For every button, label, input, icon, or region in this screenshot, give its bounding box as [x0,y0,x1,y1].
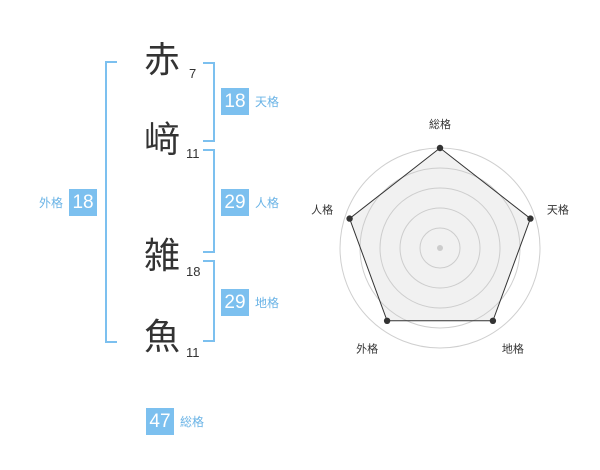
radar-point [383,317,391,324]
radar-axis-label: 人格 [311,203,333,217]
chikaku-score: 29 地格 [221,289,279,316]
radar-point [489,317,497,324]
gaikaku-label: 外格 [39,196,64,210]
tenkaku-bracket [203,62,215,142]
stroke-count-1: 7 [189,66,197,81]
radar-point [436,144,444,152]
name-char-2: 﨑 [143,120,180,161]
radar-axis-label: 総格 [429,117,451,131]
chikaku-label: 地格 [255,296,280,310]
jinkaku-score: 29 人格 [221,189,279,216]
radar-axis-label: 天格 [547,203,569,217]
radar-ring [399,207,481,289]
stroke-count-3: 18 [186,264,201,279]
radar-point [527,215,534,222]
radar-points [346,144,534,324]
radar-value-polygon [349,147,531,322]
radar-ring [379,187,501,309]
stroke-count-4: 11 [186,345,200,360]
chikaku-bracket [203,260,215,342]
name-char-4: 魚 [143,317,180,358]
soukaku-label: 総格 [180,415,205,429]
tenkaku-score: 18 天格 [221,88,279,115]
soukaku-value: 47 [146,408,174,435]
tenkaku-value: 18 [221,88,249,115]
radar-center-dot [437,245,443,251]
radar-point [346,215,353,222]
soukaku-score: 47 総格 [146,408,204,435]
radar-ring [419,227,461,269]
gaikaku-bracket [105,61,117,343]
name-char-1: 赤 [143,40,180,81]
jinkaku-label: 人格 [255,196,280,210]
tenkaku-label: 天格 [255,95,280,109]
jinkaku-bracket [203,149,215,253]
chikaku-value: 29 [221,289,249,316]
gaikaku-value: 18 [69,189,98,216]
gaikaku-score: 外格 18 [39,189,98,216]
name-char-3: 雑 [143,236,180,277]
radar-axis-label: 地格 [502,341,524,355]
jinkaku-value: 29 [221,189,249,216]
stroke-count-2: 11 [186,146,200,161]
radar-axis-label: 外格 [356,341,378,355]
